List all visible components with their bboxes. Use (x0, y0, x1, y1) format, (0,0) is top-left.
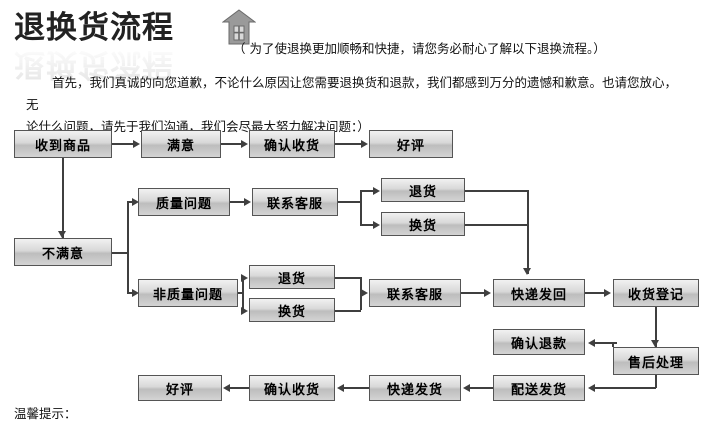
link-unsatisfied-stem (112, 252, 128, 254)
arrow-confirm-to-review (361, 139, 368, 148)
page-title: 退换货流程 (14, 10, 174, 46)
arrow-after-sales-to-delivery (588, 383, 595, 392)
link-merge-to-express-return (527, 190, 529, 274)
intro-line-1: 首先，我们真诚的向您道歉，不论什么原因让您需要退换货和退款，我们都感到万分的遗憾… (26, 75, 678, 112)
node-contact-service-1: 联系客服 (252, 188, 338, 216)
arrow-registration-to-after-sales (651, 340, 659, 347)
node-return-1: 退货 (381, 178, 465, 202)
link-service-split-stem-1 (338, 201, 361, 203)
node-return-2: 退货 (249, 265, 335, 289)
link-express-to-registration (585, 292, 605, 294)
arrow-received-to-satisfied (133, 139, 140, 148)
arrow-to-quality-issue (132, 197, 139, 206)
node-received-goods: 收到商品 (14, 130, 112, 158)
page-subtitle: （ 为了使退换更加顺畅和快捷，请您务必耐心了解以下退换流程。） (233, 41, 606, 56)
arrow-after-sales-to-refund (588, 338, 595, 347)
node-confirm-refund: 确认退款 (493, 329, 585, 355)
link-exchange2-out (335, 310, 361, 312)
link-unsatisfied-split (127, 201, 129, 293)
node-good-review-2: 好评 (138, 375, 222, 401)
page-title-block: 退换货流程 退换货流程 (14, 8, 174, 82)
node-confirm-receipt-1: 确认收货 (249, 130, 335, 158)
arrow-service2-to-express (484, 288, 491, 297)
link-to-exchange-1 (360, 224, 374, 226)
node-after-sales: 售后处理 (613, 347, 699, 375)
arrow-express-to-registration (604, 288, 611, 297)
node-good-review-1: 好评 (369, 130, 453, 158)
node-satisfied: 满意 (141, 130, 221, 158)
arrow-received-to-unsatisfied (58, 231, 66, 238)
link-to-nonquality-issue (127, 292, 134, 294)
node-confirm-receipt-2: 确认收货 (249, 375, 335, 401)
link-after-sales-to-delivery-v (655, 375, 657, 388)
link-received-to-unsatisfied (62, 158, 64, 238)
link-to-return-1 (360, 190, 374, 192)
node-exchange-2: 换货 (249, 298, 335, 322)
node-contact-service-2: 联系客服 (369, 279, 461, 307)
link-confirm2-to-review2 (229, 387, 249, 389)
intro-paragraph: 首先，我们真诚的向您道歉，不论什么原因让您需要退换货和退款，我们都感到万分的遗憾… (26, 72, 686, 138)
link-confirm-to-review (335, 143, 362, 145)
node-express-shipment: 快递发货 (369, 375, 461, 401)
node-delivery-shipment: 配送发货 (493, 375, 585, 401)
link-service-split-1 (360, 190, 362, 224)
arrow-quality-to-service (244, 197, 251, 206)
link-satisfied-to-confirm (221, 143, 242, 145)
arrow-satisfied-to-confirm (241, 139, 248, 148)
link-quality-to-service (230, 201, 245, 203)
node-unsatisfied: 不满意 (14, 238, 112, 266)
link-received-to-satisfied (112, 143, 134, 145)
node-exchange-1: 换货 (381, 212, 465, 236)
link-after-sales-refund-elbow (612, 342, 614, 347)
arrow-confirm2-to-review2 (223, 383, 230, 392)
arrow-to-return-1 (373, 186, 380, 195)
arrow-to-return-2 (241, 273, 248, 282)
arrow-to-exchange-1 (373, 220, 380, 229)
arrow-merge-to-service2 (361, 288, 368, 297)
arrow-express-to-confirm2 (337, 383, 344, 392)
link-return1-out (465, 190, 528, 192)
link-delivery-to-express (469, 387, 493, 389)
link-after-sales-to-delivery-h (594, 387, 656, 389)
arrow-to-exchange-2 (241, 306, 248, 315)
node-nonquality-issue: 非质量问题 (138, 279, 238, 307)
link-registration-to-after-sales (655, 307, 657, 347)
arrow-delivery-to-express (463, 383, 470, 392)
node-receipt-registration: 收货登记 (613, 279, 699, 307)
intro-line-2: 论什么问题，请先于我们沟通，我们会尽最大努力解决问题：） (26, 119, 370, 134)
arrow-to-nonquality-issue (132, 288, 139, 297)
house-icon (222, 9, 256, 45)
node-quality-issue: 质量问题 (138, 188, 230, 216)
link-nonquality-stem (238, 292, 243, 294)
link-return2-out (335, 277, 361, 279)
link-express-to-confirm2 (343, 387, 369, 389)
link-nonquality-split (242, 277, 244, 310)
link-to-quality-issue (127, 201, 134, 203)
node-express-return: 快递发回 (493, 279, 585, 307)
link-exchange1-out (465, 224, 528, 226)
link-service2-to-express (461, 292, 485, 294)
link-after-sales-to-refund (594, 342, 617, 344)
arrow-merge-to-express-return (523, 268, 531, 275)
footer-tip: 温馨提示： (14, 406, 77, 421)
